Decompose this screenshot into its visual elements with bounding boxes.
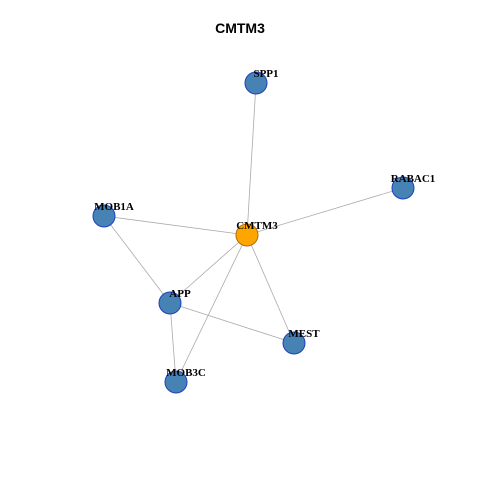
edge-cmtm3-app xyxy=(169,234,248,304)
nodes-layer xyxy=(92,71,415,394)
edge-app-mob3c xyxy=(169,302,177,383)
graph-title: CMTM3 xyxy=(215,20,265,36)
edge-cmtm3-mest xyxy=(246,234,295,344)
edge-mob1a-app xyxy=(103,215,171,304)
node-spp1 xyxy=(244,71,268,95)
edge-app-mest xyxy=(169,302,295,344)
node-mest xyxy=(282,331,306,355)
edge-cmtm3-spp1 xyxy=(246,82,257,236)
node-mob3c xyxy=(164,370,188,394)
node-label-mest: MEST xyxy=(288,328,320,340)
node-cmtm3 xyxy=(235,223,259,247)
node-app xyxy=(158,291,182,315)
node-label-mob3c: MOB3C xyxy=(166,367,206,379)
node-label-app: APP xyxy=(169,288,191,300)
node-label-mob1a: MOB1A xyxy=(94,201,134,213)
node-mob1a xyxy=(92,204,116,228)
edges-layer xyxy=(103,82,404,383)
node-label-spp1: SPP1 xyxy=(253,68,278,80)
node-rabac1 xyxy=(391,176,415,200)
edge-cmtm3-rabac1 xyxy=(246,187,404,236)
edge-cmtm3-mob3c xyxy=(175,234,248,383)
node-label-cmtm3: CMTM3 xyxy=(236,220,278,232)
node-label-rabac1: RABAC1 xyxy=(391,173,436,185)
edge-cmtm3-mob1a xyxy=(103,215,248,236)
